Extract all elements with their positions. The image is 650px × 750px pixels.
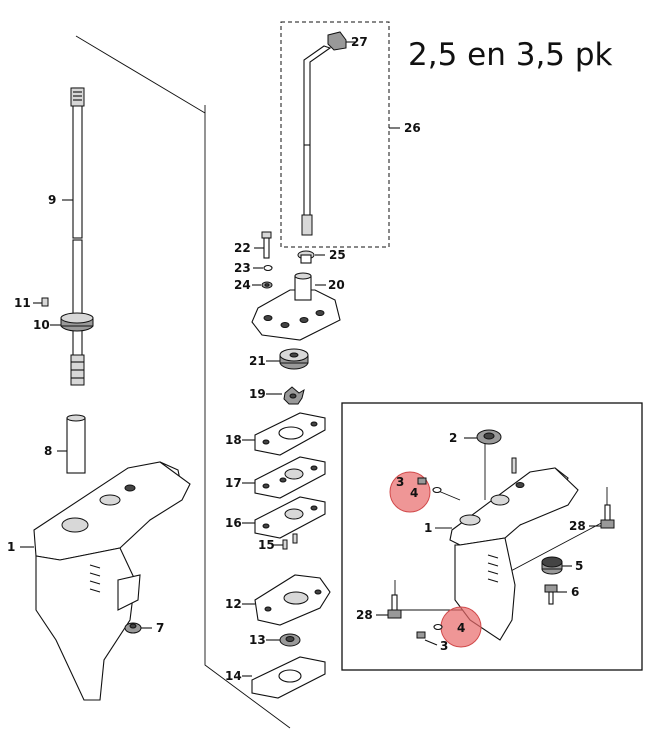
callout-25: 25 (329, 248, 346, 262)
gasket-bottom-part (254, 496, 326, 539)
shift-rod-part (301, 45, 332, 236)
base-plate-part (254, 574, 331, 626)
plate-part (254, 456, 326, 499)
impeller-part (283, 386, 305, 405)
inset-seal-part (476, 429, 502, 445)
callout-24: 24 (234, 278, 251, 292)
callout-14: 14 (225, 669, 242, 683)
inset-bolt-small-part (544, 584, 558, 605)
inset-spacer-part (541, 556, 563, 575)
rod-connector-part (327, 31, 347, 51)
inset-callout-5: 5 (575, 559, 583, 573)
inset-callout-1: 1 (424, 521, 432, 535)
inset-callout-28b: 28 (569, 519, 586, 533)
pump-insert-part (279, 348, 309, 370)
callout-15: 15 (258, 538, 275, 552)
shift-rod-dashed-box (280, 21, 390, 248)
callout-7: 7 (156, 621, 164, 635)
gasket-top-part (254, 412, 326, 456)
inset-callout-4a: 4 (410, 486, 418, 500)
callout-20: 20 (328, 278, 345, 292)
callout-23: 23 (234, 261, 251, 275)
callout-16: 16 (225, 516, 242, 530)
bolt-part (261, 231, 272, 259)
grommet-part (124, 622, 142, 634)
callout-18: 18 (225, 433, 242, 447)
diagram-title: 2,5 en 3,5 pk (408, 37, 613, 73)
inset-bolt-right-part (600, 504, 615, 529)
callout-9: 9 (48, 193, 56, 207)
pump-housing-part (251, 272, 341, 341)
inset-callout-3a: 3 (396, 475, 404, 489)
dowel-pins-part (282, 533, 298, 550)
water-tube-part (66, 414, 86, 474)
inset-screw-upper-part (417, 477, 442, 494)
callout-26: 26 (404, 121, 421, 135)
callout-13: 13 (249, 633, 266, 647)
callout-12: 12 (225, 597, 242, 611)
drive-shaft-part (70, 87, 85, 386)
inset-detail-box (341, 402, 643, 671)
seal-part (297, 250, 315, 264)
callout-1: 1 (7, 540, 15, 554)
callout-19: 19 (249, 387, 266, 401)
callout-27: 27 (351, 35, 368, 49)
callout-17: 17 (225, 476, 242, 490)
inset-callout-28a: 28 (356, 608, 373, 622)
inset-callout-2: 2 (449, 431, 457, 445)
callout-10: 10 (33, 318, 50, 332)
inset-callout-3b: 3 (440, 639, 448, 653)
callout-21: 21 (249, 354, 266, 368)
inset-callout-4b: 4 (457, 621, 465, 635)
inset-bolt-left-part (387, 594, 402, 619)
oil-seal-part (279, 633, 301, 647)
callout-11: 11 (14, 296, 31, 310)
gear-housing-part (33, 461, 191, 701)
callout-8: 8 (44, 444, 52, 458)
bottom-gasket-part (251, 656, 326, 699)
inset-callout-6: 6 (571, 585, 579, 599)
callout-22: 22 (234, 241, 251, 255)
assembly-guide-line (75, 35, 291, 729)
washer-part (261, 281, 273, 289)
shaft-bearing-part (60, 312, 94, 332)
o-ring-part (263, 264, 273, 272)
pin-part (41, 297, 49, 307)
inset-screw-lower-part (416, 623, 443, 639)
